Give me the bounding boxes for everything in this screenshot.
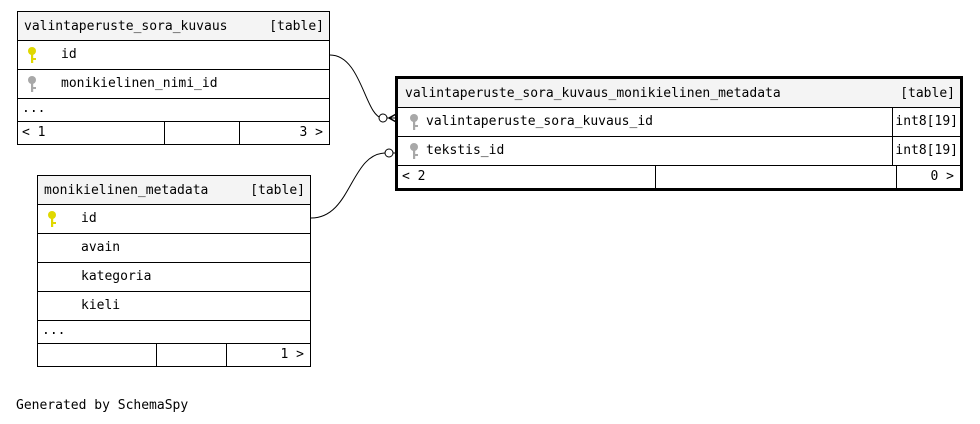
more-columns-label: ... — [22, 101, 46, 116]
column-name: kieli — [81, 298, 121, 313]
more-columns[interactable]: ... — [18, 99, 329, 122]
parents-count: < 2 — [402, 169, 426, 184]
table-name: monikielinen_metadata — [44, 183, 209, 198]
primary-key-icon — [48, 211, 56, 227]
table-valintaperuste-sora-kuvaus-monikielinen-metadata[interactable]: valintaperuste_sora_kuvaus_monikielinen_… — [395, 76, 963, 191]
table-footer: < 1 3 > — [18, 122, 329, 144]
column-row[interactable]: valintaperuste_sora_kuvaus_id int8[19] — [398, 108, 960, 137]
column-row[interactable]: monikielinen_nimi_id — [18, 70, 329, 99]
table-monikielinen-metadata[interactable]: monikielinen_metadata [table] id avain k… — [37, 175, 311, 367]
column-row[interactable]: tekstis_id int8[19] — [398, 137, 960, 166]
relationship-optional-end — [378, 113, 388, 123]
table-kind: [table] — [250, 183, 305, 198]
relationship-optional-end — [384, 148, 394, 158]
table-valintaperuste-sora-kuvaus[interactable]: valintaperuste_sora_kuvaus [table] id mo… — [17, 11, 330, 145]
column-type: int8[19] — [892, 137, 960, 165]
column-name: id — [61, 47, 77, 62]
column-row[interactable]: avain — [38, 234, 310, 263]
generated-by-credit: Generated by SchemaSpy — [16, 398, 189, 413]
relationship-tekstis-id — [310, 152, 398, 219]
table-kind: [table] — [269, 19, 324, 34]
foreign-key-icon — [410, 143, 418, 159]
footer-spacer-cell — [655, 166, 896, 188]
footer-spacer-cell — [156, 344, 226, 366]
relationship-sora-kuvaus-id — [329, 54, 398, 119]
parents-count-cell[interactable]: < 2 — [398, 166, 655, 188]
column-row[interactable]: id — [18, 41, 329, 70]
column-name: kategoria — [81, 269, 152, 284]
children-count-cell[interactable]: 0 > — [896, 166, 960, 188]
footer-spacer-cell — [164, 122, 239, 144]
table-header[interactable]: monikielinen_metadata [table] — [38, 176, 310, 205]
children-count: 1 > — [280, 347, 304, 362]
children-count-cell[interactable]: 1 > — [226, 344, 310, 366]
children-count: 3 > — [299, 125, 323, 140]
table-name: valintaperuste_sora_kuvaus_monikielinen_… — [405, 86, 781, 101]
parents-count-cell[interactable] — [38, 344, 156, 366]
more-columns-label: ... — [42, 323, 66, 338]
column-type: int8[19] — [892, 108, 960, 136]
children-count-cell[interactable]: 3 > — [239, 122, 329, 144]
table-footer: 1 > — [38, 344, 310, 366]
table-kind: [table] — [900, 86, 955, 101]
foreign-key-icon — [28, 76, 36, 92]
parents-count: < 1 — [22, 125, 46, 140]
table-header[interactable]: valintaperuste_sora_kuvaus_monikielinen_… — [398, 79, 960, 108]
more-columns[interactable]: ... — [38, 321, 310, 344]
column-name: avain — [81, 240, 121, 255]
table-name: valintaperuste_sora_kuvaus — [24, 19, 228, 34]
children-count: 0 > — [930, 169, 954, 184]
column-name: monikielinen_nimi_id — [61, 76, 218, 91]
foreign-key-icon — [410, 114, 418, 130]
column-name: tekstis_id — [426, 143, 505, 158]
table-header[interactable]: valintaperuste_sora_kuvaus [table] — [18, 12, 329, 41]
column-name: valintaperuste_sora_kuvaus_id — [426, 114, 653, 129]
column-row[interactable]: kieli — [38, 292, 310, 321]
column-name: id — [81, 211, 97, 226]
parents-count-cell[interactable]: < 1 — [18, 122, 164, 144]
primary-key-icon — [28, 47, 36, 63]
column-row[interactable]: id — [38, 205, 310, 234]
table-footer: < 2 0 > — [398, 166, 960, 188]
column-row[interactable]: kategoria — [38, 263, 310, 292]
